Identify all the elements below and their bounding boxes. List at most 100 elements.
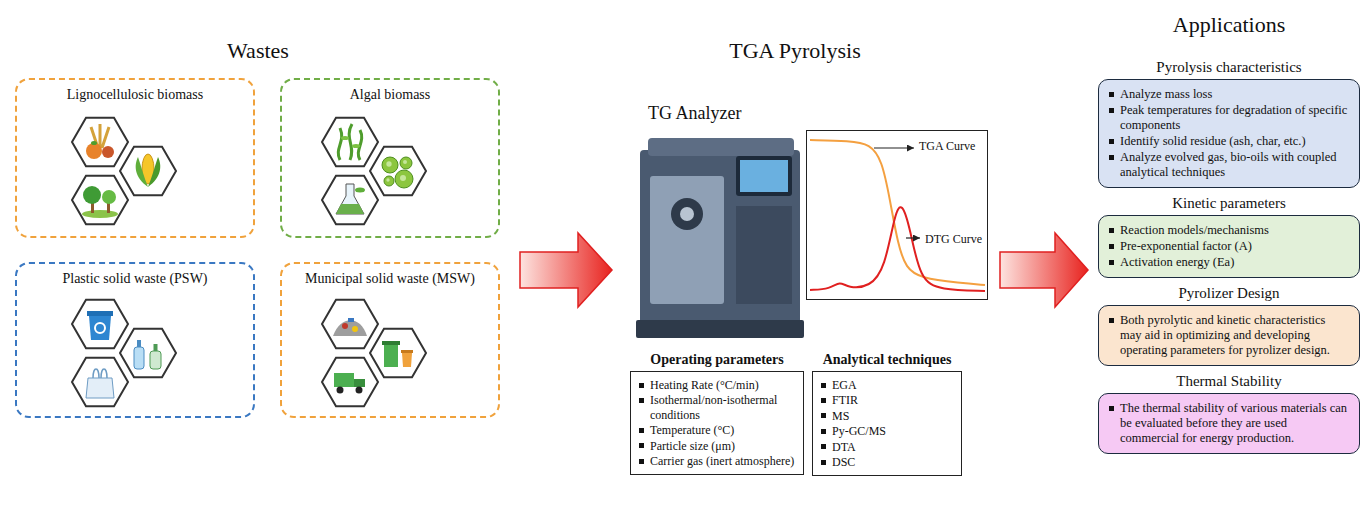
illustration-shape [338,128,341,160]
bullet-text: Carrier gas (inert atmosphere) [650,454,794,468]
hexagon-frame [120,329,176,377]
bullet-square [639,428,644,433]
illustration-shape [382,341,400,345]
category-title: Plastic solid waste (PSW) [17,271,253,288]
hexagon-icon [322,300,378,348]
hexagon-icon [72,118,128,166]
illustration-shape [334,373,354,387]
bullet-text: Py-GC/MS [832,424,886,438]
illustration-shape [95,323,105,333]
bullet-square [1109,406,1114,411]
leader-arrow [874,147,914,148]
dtg-curve [810,207,985,291]
tg-analyzer-illustration [636,138,804,338]
bullet-text: Pre-exponential factor (A) [1120,239,1252,254]
bullet-text: Isothermal/non-isothermal conditions [650,393,795,422]
box-heading: Pyrolysis characteristics [1156,59,1301,76]
waste-category-box: Algal biomass [280,78,500,238]
illustration-shape [87,311,113,316]
illustration-shape [352,326,358,332]
flow-arrow [520,233,612,307]
illustration-shape [150,351,161,369]
bullet-text: MS [832,409,849,423]
bullet-square [821,383,826,388]
illustration-shape [134,347,144,369]
illustration-shape [736,206,792,304]
leader-arrow [906,237,920,238]
thermogram-box: TGA CurveDTG Curve [806,130,988,300]
bullet-square [821,444,826,449]
recycle-icon [87,311,113,340]
illustration-shape [402,353,412,367]
curve-label: DTG Curve [925,232,982,246]
bottles-icon [134,340,161,369]
box-heading: Analytical techniques [823,352,952,368]
category-title: Algal biomass [282,87,498,104]
hexagon-frame [72,358,128,406]
illustration-shape [384,345,398,367]
bullet-square [1109,260,1114,265]
bullet-square [1109,318,1114,323]
illustration-shape [382,157,398,173]
bullet-text: Analyze evolved gas, bio-oils with coupl… [1120,150,1349,180]
illustration-shape [636,320,804,338]
info-box: Operating parametersHeating Rate (°C/min… [630,350,804,475]
illustration-shape [384,176,394,186]
hexagon-icon [120,147,176,195]
bullet-square [821,413,826,418]
illustration-shape [671,198,703,230]
hexagon-frame [72,118,128,166]
hexagon-icon [72,358,128,406]
illustration-shape [648,138,794,156]
bullet-text: Peak temperatures for degradation of spe… [1120,103,1349,133]
hexagon-icon [120,329,176,377]
hexagon-icon [72,176,128,224]
illustration-shape [93,369,107,378]
dump-icon [333,318,367,336]
box-heading: Kinetic parameters [1172,195,1286,212]
hexagon-icon [370,147,426,195]
hexagon-icon [72,300,128,348]
illustration-shape [349,124,352,160]
hexagon-frame [370,329,426,377]
info-box-frame: Reaction models/mechanismsPre-exponentia… [1098,215,1360,278]
bullet-square [639,398,644,403]
bullet-text: DTA [832,440,856,454]
corn-icon [136,154,161,187]
bullet-text: Identify solid residue (ash, char, etc.) [1120,134,1306,149]
bullet-square [1109,108,1114,113]
bullet-text: EGA [832,378,857,392]
hexagon-icon [322,358,378,406]
section-title: Wastes [158,38,358,64]
bullet-square [1109,92,1114,97]
hexagon-frame [370,147,426,195]
info-box-frame: EGAFTIRMSPy-GC/MSDTADSC [812,371,962,476]
bullet-text: Activation energy (Ea) [1120,255,1234,270]
hexagon-icon [322,118,378,166]
illustration-shape [736,156,792,196]
illustration-shape [91,124,109,148]
bullet-text: Analyze mass loss [1120,87,1212,102]
illustration-shape [86,143,102,159]
trees-icon [82,186,118,218]
illustration-shape [348,318,354,322]
info-box-frame: The thermal stability of various materia… [1098,393,1360,454]
curve-label: TGA Curve [919,139,975,153]
bullet-square [821,398,826,403]
box-heading: Operating parameters [650,352,783,368]
section-title: TGA Pyrolysis [690,38,900,64]
hexagon-frame [72,176,128,224]
illustration-shape [395,170,413,188]
illustration-shape [680,207,694,221]
info-box-frame: Analyze mass lossPeak temperatures for d… [1098,79,1360,188]
illustration-shape [82,210,118,218]
section-title: Applications [1129,12,1329,38]
illustration-shape [401,350,413,353]
bullet-text: The thermal stability of various materia… [1120,401,1349,446]
bullet-text: FTIR [832,393,858,407]
cells-icon [382,157,413,188]
illustration-shape [83,186,101,204]
info-box: Kinetic parametersReaction models/mechan… [1098,194,1360,278]
bullet-text: Temperature (°C) [650,423,734,437]
truck-icon [334,373,365,394]
